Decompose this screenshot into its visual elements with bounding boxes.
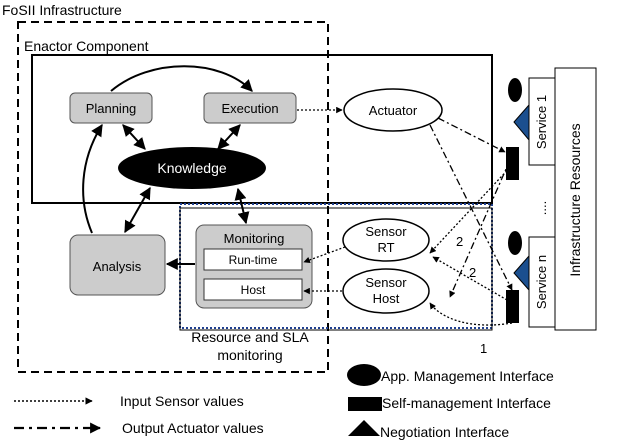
execution-knowledge-arrow <box>217 124 241 150</box>
resource-sla-label-1: Resource and SLA <box>191 329 309 345</box>
sensor-rt-node: Sensor RT <box>342 218 430 262</box>
sensor-rt-label-1: Sensor <box>365 224 407 239</box>
sensor-host-node: Sensor Host <box>342 268 430 314</box>
actuator-node: Actuator <box>343 88 443 132</box>
runtime-box <box>203 248 303 271</box>
servicen-box <box>528 236 556 328</box>
legend-right: App. Management Interface Self-managemen… <box>347 364 554 440</box>
execution-label: Execution <box>221 101 278 116</box>
host-box <box>203 278 303 301</box>
infra-resources-label: Infrastructure Resources <box>567 123 583 276</box>
analysis-knowledge-arrow <box>124 186 151 234</box>
servicen-to-sensor-host-arrow <box>429 302 513 326</box>
planning-node: Planning <box>69 92 153 124</box>
resource-sla-inner-box <box>179 207 493 331</box>
legend-negotiation: Negotiation Interface <box>380 424 509 440</box>
monitoring-node: Monitoring Run-time Host <box>195 224 313 309</box>
sensor-rt-to-runtime-arrow <box>303 246 346 264</box>
infrastructure-resources: Infrastructure Resources Service 1 .... … <box>506 67 597 331</box>
resource-sla-label-2: monitoring <box>217 347 282 363</box>
legend-negotiation-icon <box>348 420 380 436</box>
services-ellipsis: .... <box>534 201 549 215</box>
legend-output-actuator: Output Actuator values <box>122 420 264 436</box>
runtime-label: Run-time <box>229 253 278 267</box>
monitoring-label: Monitoring <box>224 231 285 246</box>
legend-input-sensor: Input Sensor values <box>120 393 244 409</box>
infrastructure-title: FoSII Infrastructure <box>2 2 122 18</box>
service1-app-mgmt-interface <box>508 78 522 102</box>
number-2a: 2 <box>456 234 463 249</box>
infra-resources-box <box>554 67 597 331</box>
enactor-component-box <box>31 54 493 204</box>
servicen-self-mgmt-interface <box>506 290 519 323</box>
legend-app-mgmt: App. Management Interface <box>381 368 554 384</box>
legend-left: Input Sensor values Output Actuator valu… <box>14 393 264 436</box>
monitoring-knowledge-arrow <box>234 187 250 225</box>
planning-knowledge-arrow <box>122 124 146 150</box>
analysis-node: Analysis <box>69 234 166 296</box>
legend-self-mgmt-icon <box>348 397 382 411</box>
legend-app-mgmt-icon <box>347 364 381 386</box>
number-1: 1 <box>480 341 487 356</box>
sensor-host-label-2: Host <box>373 291 400 306</box>
number-2b: 2 <box>469 265 476 280</box>
servicen-app-mgmt-interface <box>508 231 522 255</box>
control-flow-arrows <box>82 65 253 270</box>
service1-label: Service 1 <box>534 95 549 149</box>
service1-to-sensor-host-arrow <box>449 159 511 298</box>
sensor-input-arrows <box>297 106 516 326</box>
legend-self-mgmt: Self-management Interface <box>382 395 551 411</box>
planning-label: Planning <box>86 101 137 116</box>
enactor-title: Enactor Component <box>24 38 149 54</box>
servicen-label: Service n <box>534 255 549 309</box>
host-label: Host <box>241 283 266 297</box>
analysis-label: Analysis <box>93 259 142 274</box>
servicen-negotiation-interface <box>513 254 530 292</box>
execution-node: Execution <box>203 92 297 124</box>
analysis-to-planning-arrow <box>82 123 103 234</box>
knowledge-label: Knowledge <box>157 160 226 176</box>
actuator-label: Actuator <box>369 103 418 118</box>
sensor-rt-label-2: RT <box>377 240 394 255</box>
fosii-frame <box>17 21 329 373</box>
sensor-host-label-1: Sensor <box>365 275 407 290</box>
planning-to-execution-arrow <box>110 65 253 92</box>
service1-to-sensor-rt-arrow <box>429 161 516 254</box>
actuator-to-service1-arrow <box>437 117 506 153</box>
knowledge-node: Knowledge <box>118 147 266 189</box>
actuator-to-servicen-arrow <box>429 124 513 291</box>
service1-self-mgmt-interface <box>506 147 519 180</box>
service1-negotiation-interface <box>513 103 530 142</box>
actuator-output-arrows <box>429 117 513 298</box>
